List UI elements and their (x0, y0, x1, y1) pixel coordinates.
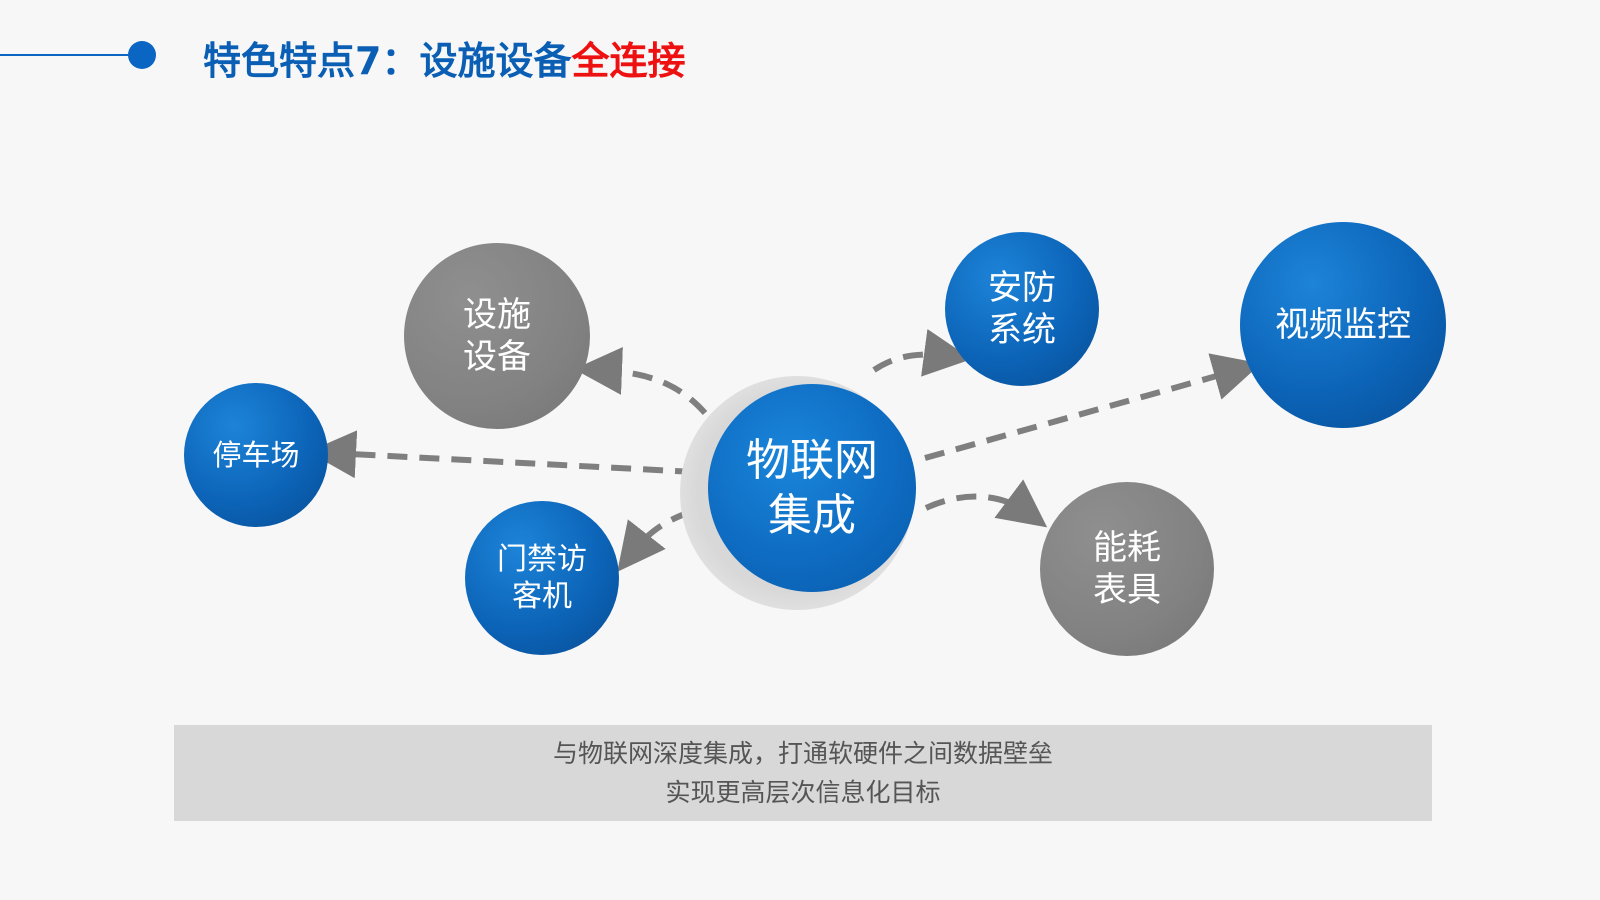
arrow-to-security (872, 329, 972, 377)
summary-banner: 与物联网深度集成，打通软硬件之间数据壁垒 实现更高层次信息化目标 (174, 725, 1432, 821)
title-decor-dot (128, 41, 156, 69)
node-iot-integration: 物联网 集成 (708, 384, 916, 592)
arrow-to-parking (308, 430, 696, 479)
node-security-system: 安防 系统 (945, 232, 1099, 386)
title-highlight-text: 全连接 (571, 39, 686, 83)
arrow-to-facility (574, 346, 708, 415)
banner-line-1: 与物联网深度集成，打通软硬件之间数据壁垒 (552, 739, 1053, 768)
arrow-to-video (924, 353, 1262, 461)
node-facility-equipment: 设施 设备 (404, 243, 590, 429)
page-title: 特色特点7：设施设备全连接 (203, 30, 685, 85)
node-energy-meter: 能耗 表具 (1040, 482, 1214, 656)
arrow-to-energy (924, 479, 1048, 528)
title-decor-line (0, 54, 132, 56)
node-access-visitor: 门禁访 客机 (465, 501, 619, 655)
arrow-to-access (617, 509, 692, 572)
title-main-text: 特色特点7：设施设备 (203, 39, 572, 83)
node-parking: 停车场 (184, 383, 328, 527)
node-video-surveillance: 视频监控 (1240, 222, 1446, 428)
banner-line-2: 实现更高层次信息化目标 (665, 778, 941, 807)
